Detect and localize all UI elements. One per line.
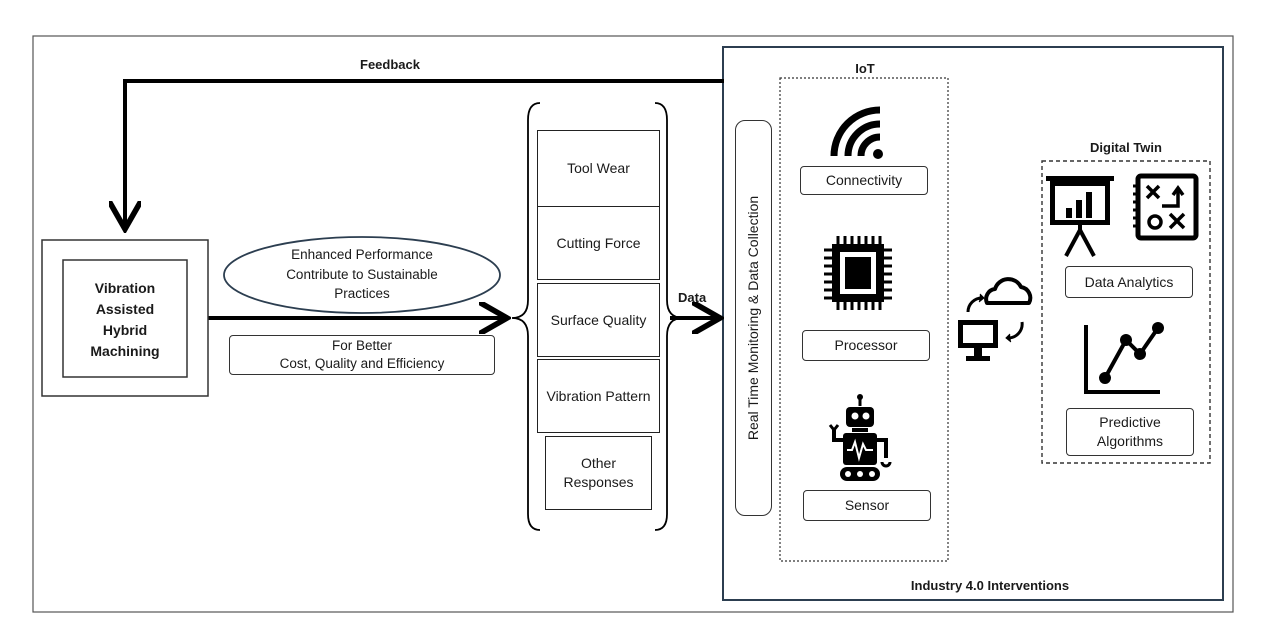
response-other: Other Responses [545,436,652,510]
digital-twin-title: Digital Twin [1090,140,1162,155]
data-label: Data [678,290,707,305]
predictive-line-2: Algorithms [1096,433,1164,449]
ellipse-label: Enhanced Performance Contribute to Susta… [232,245,492,305]
outer-frame [32,35,1234,613]
iot-title: IoT [855,61,875,76]
cpu-chip-icon [824,236,892,310]
ellipse-line-1: Enhanced Performance [291,247,433,262]
monitoring-box [735,120,772,516]
line-trend-icon [1084,322,1164,394]
industry-label: Industry 4.0 Interventions [910,578,1070,593]
machining-line-4: Machining [90,343,160,359]
computer-cloud-sync-icon [958,277,1033,361]
iot-container [779,77,949,562]
machining-line-2: Assisted [95,301,155,317]
machining-inner-box [62,259,188,378]
predictive-algorithms-box: Predictive Algorithms [1066,408,1194,456]
ellipse-line-3: Practices [334,286,390,301]
feedback-label: Feedback [360,57,420,72]
processor-box: Processor [802,330,930,361]
other-responses-line-1: Other [580,455,616,471]
response-surface-quality: Surface Quality [537,283,660,357]
machining-line-3: Hybrid [102,322,148,338]
response-vibration-pattern: Vibration Pattern [537,359,660,433]
feedback-arrow [125,79,724,227]
robot-icon [828,394,892,481]
right-brace [654,102,684,531]
connectivity-box: Connectivity [800,166,928,195]
machining-line-1: Vibration [94,280,156,296]
presentation-chart-icon [1046,176,1114,257]
for-better-line-2: Cost, Quality and Efficiency [279,356,445,371]
data-analytics-box: Data Analytics [1065,266,1193,298]
for-better-box: For Better Cost, Quality and Efficiency [229,335,495,375]
other-responses-line-2: Responses [563,474,634,490]
predictive-line-1: Predictive [1099,414,1161,430]
strategy-board-icon [1133,173,1199,241]
response-tool-wear: Tool Wear [537,130,660,207]
sensor-box: Sensor [803,490,931,521]
for-better-line-1: For Better [331,338,393,353]
monitoring-label: Real Time Monitoring & Data Collection [745,195,761,441]
machining-label: Vibration Assisted Hybrid Machining [63,278,187,362]
enhanced-performance-ellipse [223,236,501,314]
digital-twin-container [1041,160,1211,464]
wifi-signal-icon [830,106,883,159]
response-cutting-force: Cutting Force [537,206,660,280]
left-brace [511,102,541,531]
ellipse-line-2: Contribute to Sustainable [286,266,438,282]
